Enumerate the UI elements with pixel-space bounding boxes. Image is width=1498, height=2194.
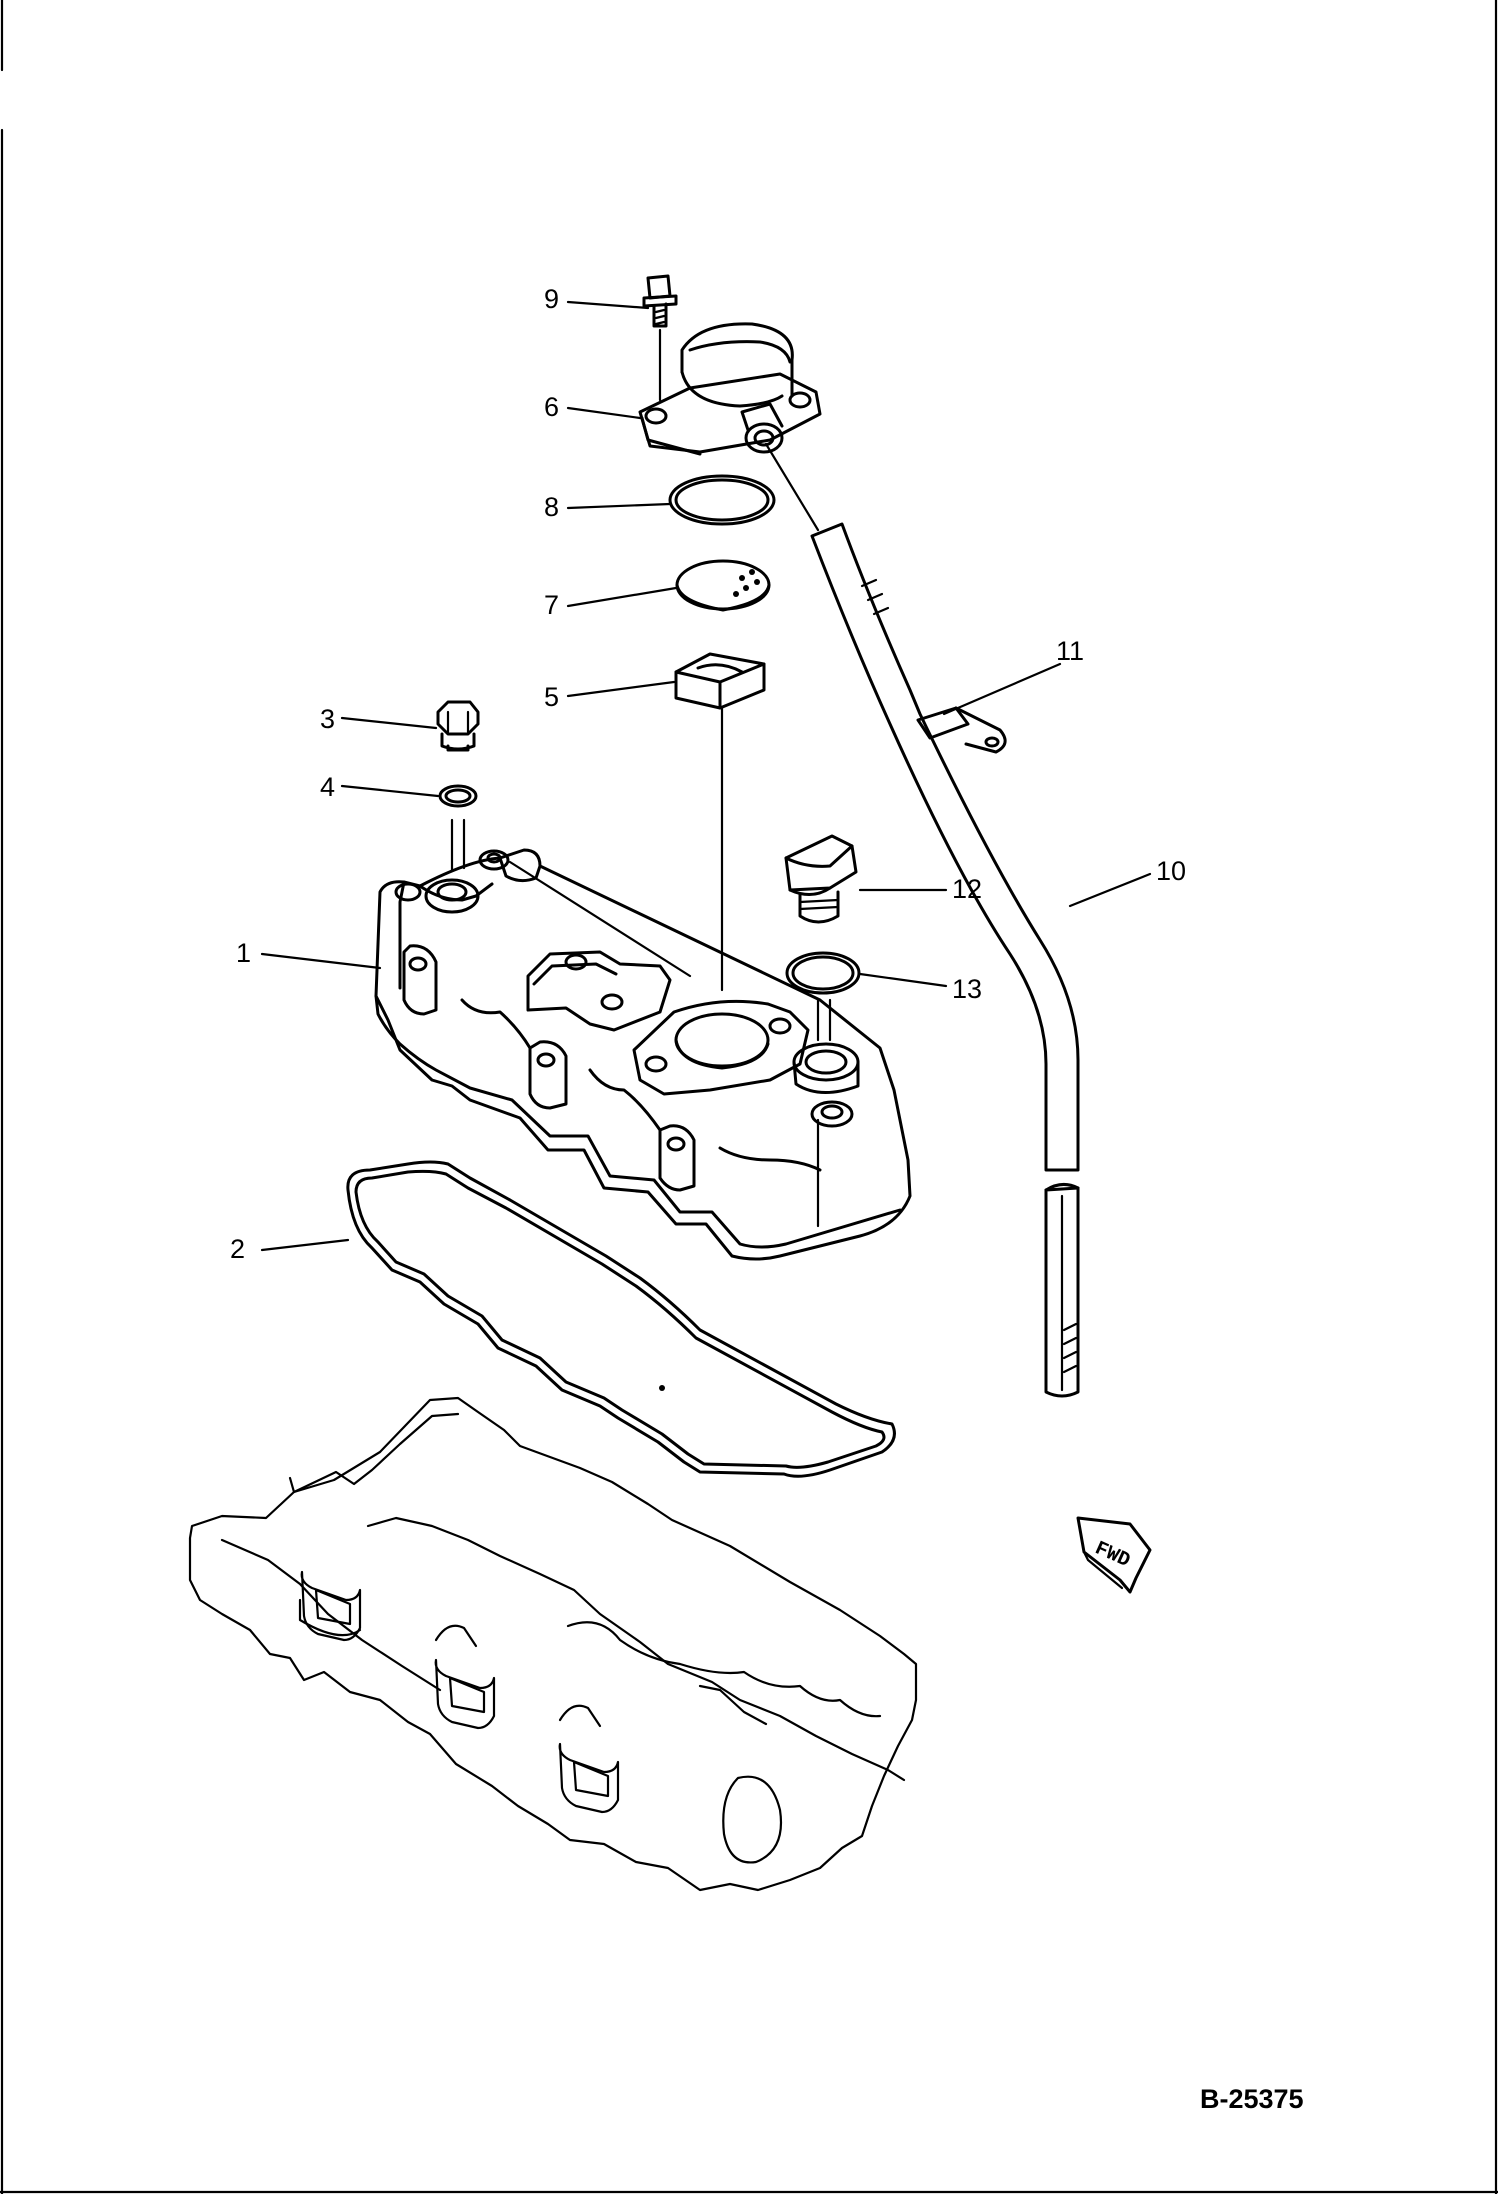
callout-7: 7 <box>544 590 559 620</box>
fwd-direction-arrow: FWD <box>1076 1516 1152 1594</box>
callout-8: 8 <box>544 492 559 522</box>
part-2-head-cover-gasket <box>346 1160 896 1478</box>
cylinder-head-reference <box>188 1396 918 1892</box>
callout-9: 9 <box>544 284 559 314</box>
part-3-plug <box>436 700 480 752</box>
part-12-oil-filler-cap <box>784 834 858 924</box>
part-11-hose-clamp <box>916 706 1007 754</box>
callout-1: 1 <box>236 938 251 968</box>
part-5-breather-element <box>674 652 766 992</box>
callout-4: 4 <box>320 772 335 802</box>
part-4-washer <box>438 784 478 872</box>
part-10-breather-hose <box>764 442 1080 1398</box>
part-9-bolt <box>642 274 678 402</box>
callout-10: 10 <box>1156 856 1186 886</box>
callout-11: 11 <box>1056 636 1084 666</box>
part-8-o-ring <box>668 474 776 526</box>
part-1-cylinder-head-cover <box>374 848 912 1261</box>
callout-13: 13 <box>952 974 982 1004</box>
leader-lines <box>260 300 1152 1252</box>
part-7-baffle-plate <box>675 559 771 612</box>
callout-12: 12 <box>952 874 982 904</box>
drawing-code: B-25375 <box>1200 2084 1304 2114</box>
callout-labels: 9 6 8 7 5 3 4 1 2 11 10 12 13 <box>230 284 1186 1264</box>
part-6-breather-cover <box>638 322 822 456</box>
part-13-o-ring <box>785 951 861 1042</box>
callout-2: 2 <box>230 1234 245 1264</box>
callout-5: 5 <box>544 682 559 712</box>
callout-3: 3 <box>320 704 335 734</box>
callout-6: 6 <box>544 392 559 422</box>
